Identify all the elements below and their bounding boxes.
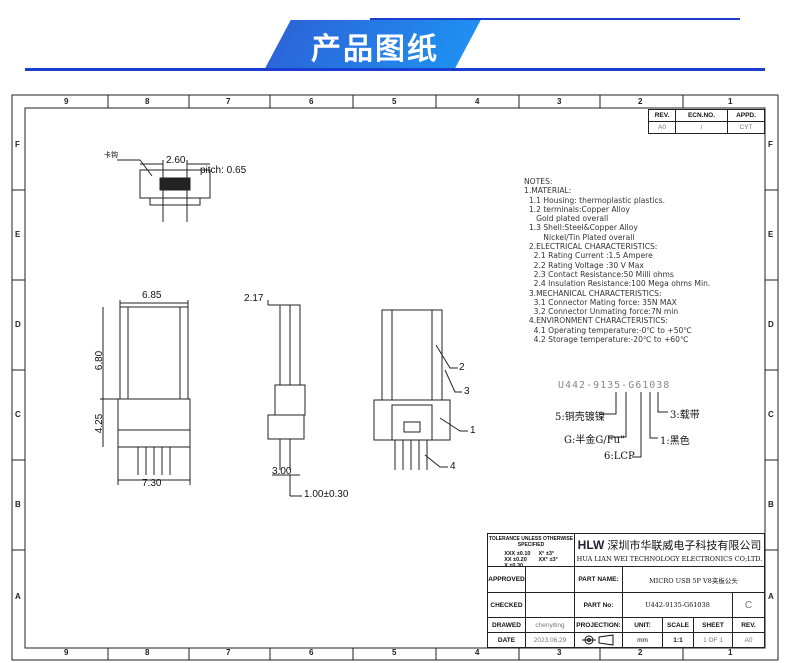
callout-4: 4	[450, 461, 456, 472]
part-code-leaders	[600, 392, 668, 458]
grid-row-a-right: A	[768, 592, 774, 601]
sheet-label: SHEET	[693, 617, 733, 633]
tolerance-block: TOLERANCE UNLESS OTHERWISE SPECIFIED XXX…	[487, 533, 575, 569]
grid-col-1-bottom: 1	[728, 648, 733, 657]
projection-symbol	[574, 632, 623, 648]
grid-col-1: 1	[728, 97, 733, 106]
page-title: 产品图纸	[311, 32, 439, 67]
unit-label: UNIT:	[622, 617, 663, 633]
grid-row-b: B	[15, 500, 21, 509]
appd-value: CYT	[727, 121, 765, 134]
code-label-color: 1:黑色	[660, 436, 690, 447]
drawed-label: DRAWED	[487, 617, 526, 633]
grid-col-3: 3	[557, 97, 562, 106]
grid-row-b-right: B	[768, 500, 774, 509]
grid-row-e-right: E	[768, 230, 774, 239]
grid-col-4-bottom: 4	[475, 648, 480, 657]
dim-6-85: 6.85	[142, 290, 162, 301]
tolerance-angle: X° ±3° XX° ±3°	[538, 551, 558, 563]
company-logo: HLW	[577, 538, 605, 552]
grid-row-c: C	[15, 410, 21, 419]
grid-row-d-right: D	[768, 320, 774, 329]
part-no-label: PART No:	[574, 592, 623, 618]
side-view-connector	[267, 300, 306, 497]
grid-col-7-bottom: 7	[226, 648, 231, 657]
front-view-connector	[117, 159, 211, 222]
dim-1-00: 1.00±0.30	[304, 489, 349, 500]
grid-col-4: 4	[475, 97, 480, 106]
banner-top-line	[370, 18, 740, 20]
third-angle-projection-icon	[581, 634, 613, 646]
dim-4-25: 4.25	[94, 413, 106, 434]
dim-2-17: 2.17	[244, 293, 264, 304]
grid-row-f-right: F	[768, 140, 773, 149]
grid-col-9-bottom: 9	[64, 648, 69, 657]
sheet-value: 1 OF 1	[693, 632, 733, 648]
part-no-value: U442-9135-G61038	[622, 592, 733, 618]
scale-value: 1:1	[662, 632, 694, 648]
dim-pitch: pitch: 0.65	[200, 165, 247, 176]
dim-2-60: 2.60	[166, 155, 186, 166]
dim-7-30: 7.30	[142, 478, 162, 489]
rev-value: A0	[648, 121, 676, 134]
grid-col-5: 5	[392, 97, 397, 106]
code-label-plating: G:半金G/Fu"	[564, 435, 625, 446]
ecn-value: /	[675, 121, 728, 134]
callout-1: 1	[470, 425, 476, 436]
callout-2: 2	[459, 362, 465, 373]
rear-view-connector	[373, 309, 468, 470]
grid-ticks	[12, 95, 778, 660]
grid-col-9: 9	[64, 97, 69, 106]
grid-col-6-bottom: 6	[309, 648, 314, 657]
unit-value: mm	[622, 632, 663, 648]
grid-col-2: 2	[638, 97, 643, 106]
drawer-value: chenyiting	[525, 617, 575, 633]
dim-3-00: 3.00	[272, 466, 292, 477]
grid-row-c-right: C	[768, 410, 774, 419]
top-view-connector	[100, 300, 191, 485]
approved-label: APPROVED	[487, 566, 526, 593]
notes: NOTES: 1.MATERIAL: 1.1 Housing: thermopl…	[524, 177, 711, 345]
approved-value	[525, 566, 575, 593]
grid-col-5-bottom: 5	[392, 648, 397, 657]
part-name-label: PART NAME:	[574, 566, 623, 593]
grid-col-7: 7	[226, 97, 231, 106]
grid-row-a: A	[15, 592, 21, 601]
rev-label: REV.	[732, 617, 765, 633]
dim-6-80: 6.80	[94, 350, 106, 371]
rev-value-block: A0	[732, 632, 765, 648]
tolerance-title: TOLERANCE UNLESS OTHERWISE SPECIFIED	[488, 536, 574, 548]
grid-row-d: D	[15, 320, 21, 329]
company-name-cn: 深圳市华联威电子科技有限公司	[607, 539, 762, 552]
checked-label: CHECKED	[487, 592, 526, 618]
part-code: U442-9135-G61038	[558, 380, 671, 391]
code-label-packing: 3:载带	[670, 410, 700, 421]
grid-col-6: 6	[309, 97, 314, 106]
code-label-shell: 5:铜壳镀镍	[555, 412, 605, 423]
checked-value	[525, 592, 575, 618]
part-name-value: MICRO USB 5P V8夹板公头	[622, 566, 765, 593]
scale-label: SCALE	[662, 617, 694, 633]
grid-col-8: 8	[145, 97, 150, 106]
projection-label: PROJECTION:	[574, 617, 623, 633]
size-value: C	[732, 592, 765, 618]
date-label: DATE	[487, 632, 526, 648]
grid-col-3-bottom: 3	[557, 648, 562, 657]
code-label-material: 6:LCP	[604, 451, 635, 462]
grid-row-f: F	[15, 140, 20, 149]
banner-bottom-line	[25, 68, 765, 71]
grid-row-e: E	[15, 230, 21, 239]
grid-col-2-bottom: 2	[638, 648, 643, 657]
callout-3: 3	[464, 386, 470, 397]
clip-label: 卡钩	[104, 152, 118, 159]
grid-col-8-bottom: 8	[145, 648, 150, 657]
date-value: 2023.06.29	[525, 632, 575, 648]
company-name-en: HUA LIAN WEI TECHNOLOGY ELECTRONICS CO;L…	[576, 555, 763, 563]
